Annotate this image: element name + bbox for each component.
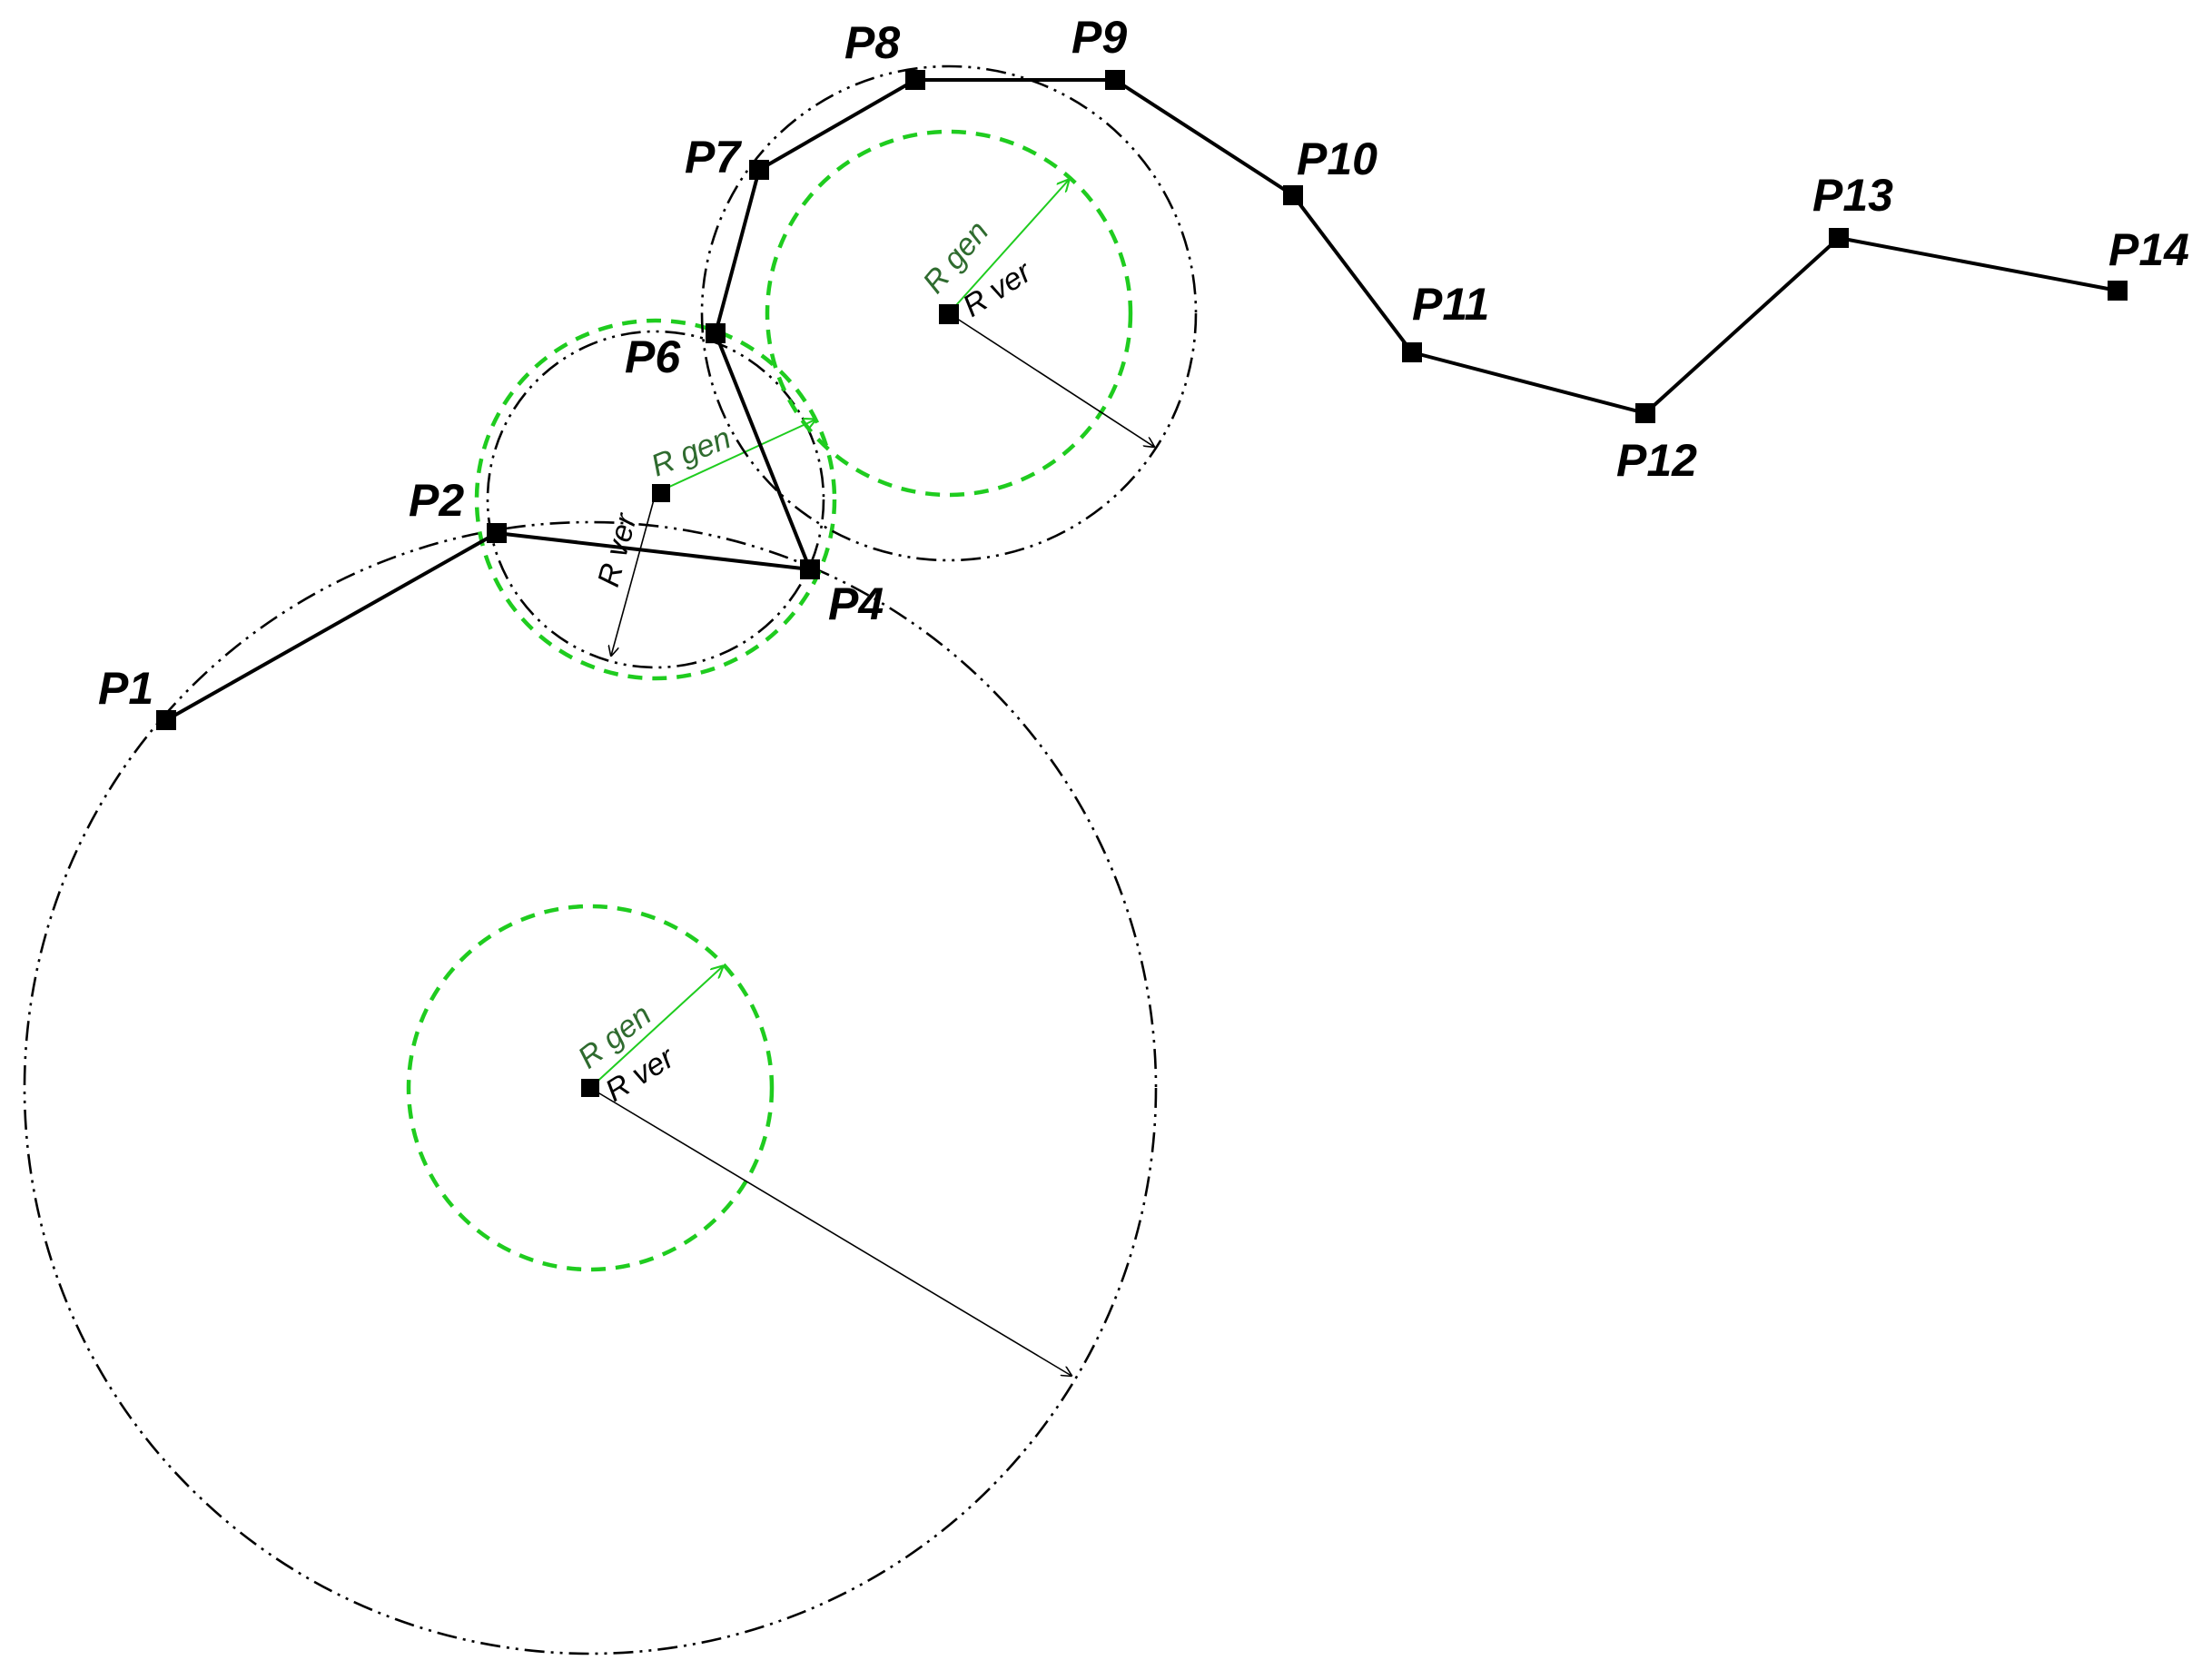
waypoint-p8 bbox=[905, 70, 925, 90]
waypoint-p10 bbox=[1283, 185, 1303, 205]
r-ver-arrow-large bbox=[589, 1087, 1071, 1376]
label-p6: P6 bbox=[625, 331, 681, 382]
waypoint-p11 bbox=[1402, 342, 1422, 362]
verification-circle-middle bbox=[486, 330, 825, 669]
label-p13: P13 bbox=[1812, 170, 1893, 221]
label-p7: P7 bbox=[685, 132, 742, 183]
r-gen-arrow-middle bbox=[655, 420, 815, 494]
label-p12: P12 bbox=[1616, 435, 1697, 486]
r-gen-arrow-large bbox=[589, 966, 723, 1089]
generation-circle-middle bbox=[474, 318, 837, 681]
circle-group-large: R gen R ver bbox=[23, 520, 1158, 1655]
waypoint-p12 bbox=[1635, 403, 1655, 423]
waypoint-p9 bbox=[1105, 70, 1125, 90]
path-segment-p6-p7 bbox=[714, 169, 761, 334]
path-polyline bbox=[165, 78, 2118, 722]
path-segment-p2-p4 bbox=[496, 531, 811, 571]
label-p4: P4 bbox=[828, 578, 884, 629]
verification-circle-upper bbox=[700, 64, 1198, 562]
r-ver-arrow-upper bbox=[948, 312, 1154, 447]
waypoint-p1 bbox=[156, 710, 176, 730]
label-p2: P2 bbox=[409, 475, 464, 526]
label-p8: P8 bbox=[844, 17, 900, 68]
path-segment-p11-p12 bbox=[1411, 351, 1646, 415]
label-p10: P10 bbox=[1297, 133, 1377, 184]
label-p11: P11 bbox=[1412, 279, 1489, 330]
generation-circle-upper bbox=[765, 129, 1133, 498]
label-p1: P1 bbox=[98, 663, 153, 714]
label-p9: P9 bbox=[1071, 12, 1127, 63]
waypoint-p7 bbox=[749, 160, 769, 180]
waypoints bbox=[156, 70, 2128, 730]
circle-center-large bbox=[581, 1079, 599, 1097]
generation-circle-large bbox=[406, 904, 775, 1272]
waypoint-p6 bbox=[706, 323, 726, 343]
waypoint-labels: P1 P2 P4 P6 P7 P8 P9 P10 P11 P12 P13 P14 bbox=[98, 12, 2189, 714]
path-segment-p12-p13 bbox=[1644, 236, 1841, 415]
path-segment-p10-p11 bbox=[1291, 193, 1414, 354]
path-segment-p7-p8 bbox=[758, 78, 916, 172]
circle-center-middle bbox=[652, 484, 670, 502]
r-gen-label-middle: R gen bbox=[647, 420, 736, 483]
waypoint-p2 bbox=[487, 523, 507, 543]
r-gen-arrow-upper bbox=[948, 180, 1069, 314]
waypoint-p13 bbox=[1829, 228, 1849, 248]
path-segment-p1-p2 bbox=[165, 531, 498, 722]
waypoint-p14 bbox=[2108, 281, 2128, 301]
r-ver-arrow-middle bbox=[611, 492, 657, 656]
verification-circle-large bbox=[23, 520, 1158, 1655]
path-segment-p4-p6 bbox=[714, 332, 812, 570]
label-p14: P14 bbox=[2108, 224, 2189, 275]
circle-center-upper bbox=[939, 304, 959, 324]
path-segment-p13-p14 bbox=[1838, 236, 2118, 292]
path-segment-p9-p10 bbox=[1113, 78, 1295, 197]
waypoint-p4 bbox=[800, 559, 820, 579]
